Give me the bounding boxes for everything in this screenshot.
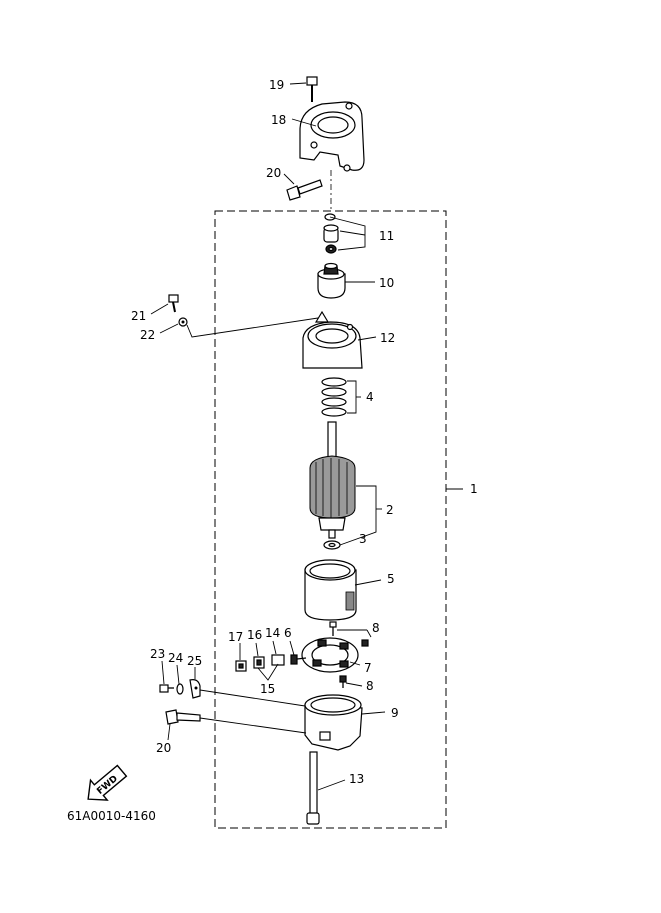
label-7: 7 (364, 661, 372, 675)
label-10: 10 (379, 276, 394, 290)
part-11-bushing-set (323, 213, 339, 254)
part-7-brush-holder (301, 637, 359, 673)
part-12-front-cover (302, 310, 363, 369)
label-8-upper: 8 (372, 621, 380, 635)
label-20-lower: 20 (156, 741, 171, 755)
part-18-top-bracket (299, 101, 365, 172)
label-14: 14 (265, 626, 280, 640)
label-6: 6 (284, 626, 292, 640)
part-2-armature (309, 421, 356, 539)
label-9: 9 (391, 706, 399, 720)
part-23-screw (159, 684, 174, 693)
label-18: 18 (271, 113, 286, 127)
label-24: 24 (168, 651, 183, 665)
part-17-brush (235, 660, 247, 672)
part-10-pinion-gear (317, 262, 346, 299)
part-9-rear-cover (304, 694, 363, 751)
label-4: 4 (366, 390, 374, 404)
part-16-brush (253, 656, 265, 669)
leader-lines (150, 82, 463, 791)
part-21-small-bolt (168, 294, 179, 313)
assembly-boundary-box (214, 210, 447, 829)
part-20-upper-bolt (286, 179, 323, 201)
label-8-lower: 8 (366, 679, 374, 693)
part-24-washer (176, 683, 184, 695)
label-19: 19 (269, 78, 284, 92)
label-16: 16 (247, 628, 262, 642)
label-21: 21 (131, 309, 146, 323)
label-12: 12 (380, 331, 395, 345)
label-1: 1 (470, 482, 478, 496)
label-20-upper: 20 (266, 166, 281, 180)
part-5-yoke-housing (304, 559, 357, 621)
label-3: 3 (359, 532, 367, 546)
label-2: 2 (386, 503, 394, 517)
label-11: 11 (379, 229, 394, 243)
part-4-washer-stack (321, 377, 347, 417)
label-23: 23 (150, 647, 165, 661)
label-5: 5 (387, 572, 395, 586)
part-25-clip (189, 679, 201, 699)
label-22: 22 (140, 328, 155, 342)
part-19-bolt (306, 76, 318, 102)
part-3-washer (323, 540, 341, 550)
part-13-through-bolt (306, 751, 320, 825)
label-17: 17 (228, 630, 243, 644)
part-20-lower-bolt (165, 709, 201, 725)
part-22-washer (178, 317, 188, 327)
label-15: 15 (260, 682, 275, 696)
fwd-arrow: FWD (87, 764, 128, 801)
drawing-number: 61A0010-4160 (67, 809, 156, 823)
label-25: 25 (187, 654, 202, 668)
label-13: 13 (349, 772, 364, 786)
part-8-screw-upper (329, 621, 369, 647)
part-14-spring (271, 654, 285, 666)
part-8-screw-lower (339, 675, 347, 688)
